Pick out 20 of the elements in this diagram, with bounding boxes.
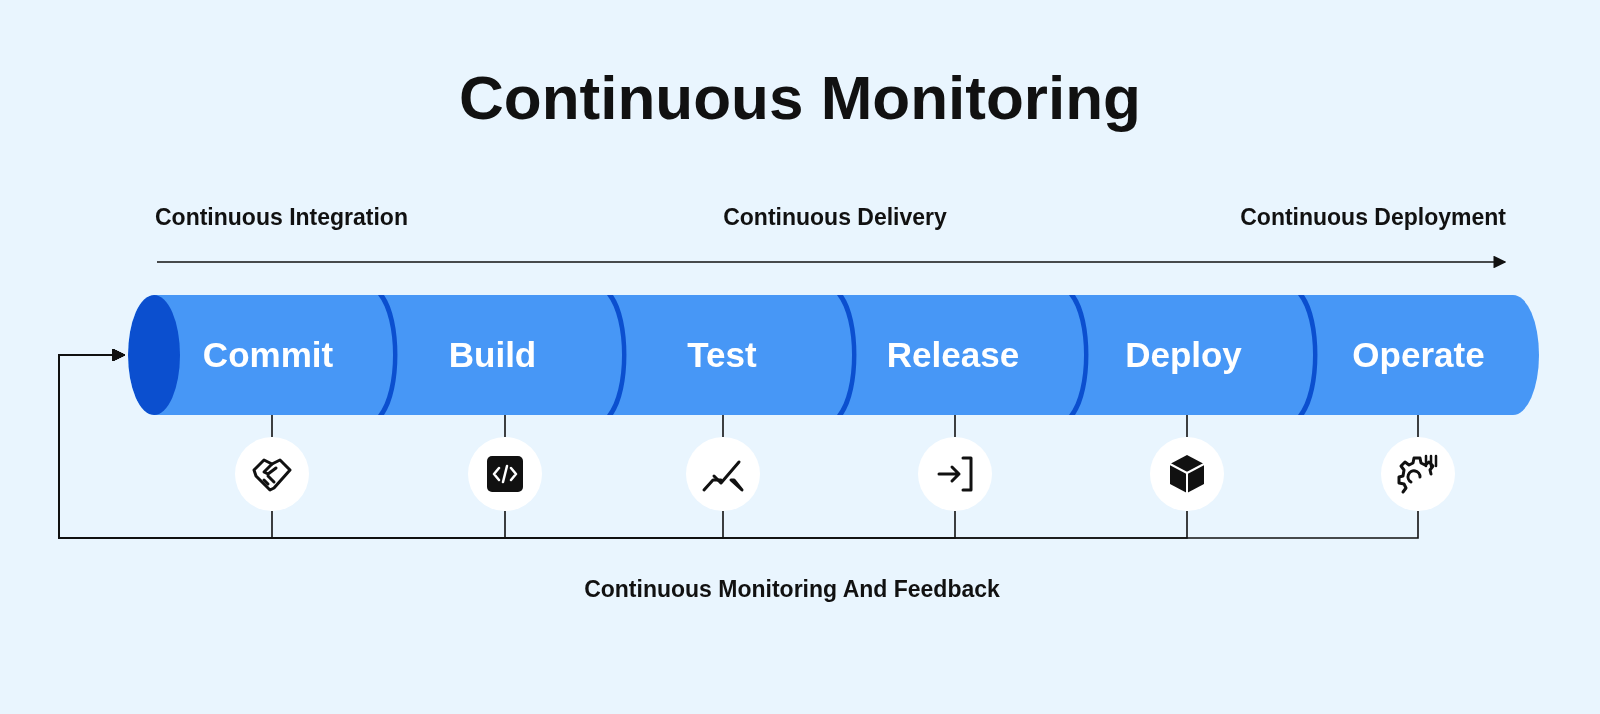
phase-label: Continuous Integration [155, 204, 408, 231]
pipeline-segment [128, 295, 378, 415]
connector-line [271, 414, 273, 438]
connector-line [1417, 414, 1419, 438]
connector-line [1186, 414, 1188, 438]
stage-label: Operate [1351, 335, 1486, 375]
pipeline-segment [1298, 295, 1539, 415]
caption-label: Continuous Monitoring And Feedback [584, 576, 1000, 603]
stage-label: Deploy [1124, 335, 1243, 375]
stage-label: Commit [201, 335, 335, 375]
connector-line [954, 414, 956, 438]
connector-line [722, 414, 724, 438]
feedback-arrow [58, 348, 1419, 539]
stage-label: Build [447, 335, 538, 375]
stage-label: Release [885, 335, 1021, 375]
title: Continuous Monitoring [458, 62, 1142, 133]
stage-label: Test [686, 335, 758, 375]
phase-label: Continuous Delivery [723, 204, 947, 231]
phase-label: Continuous Deployment [1240, 204, 1506, 231]
connector-line [504, 414, 506, 438]
